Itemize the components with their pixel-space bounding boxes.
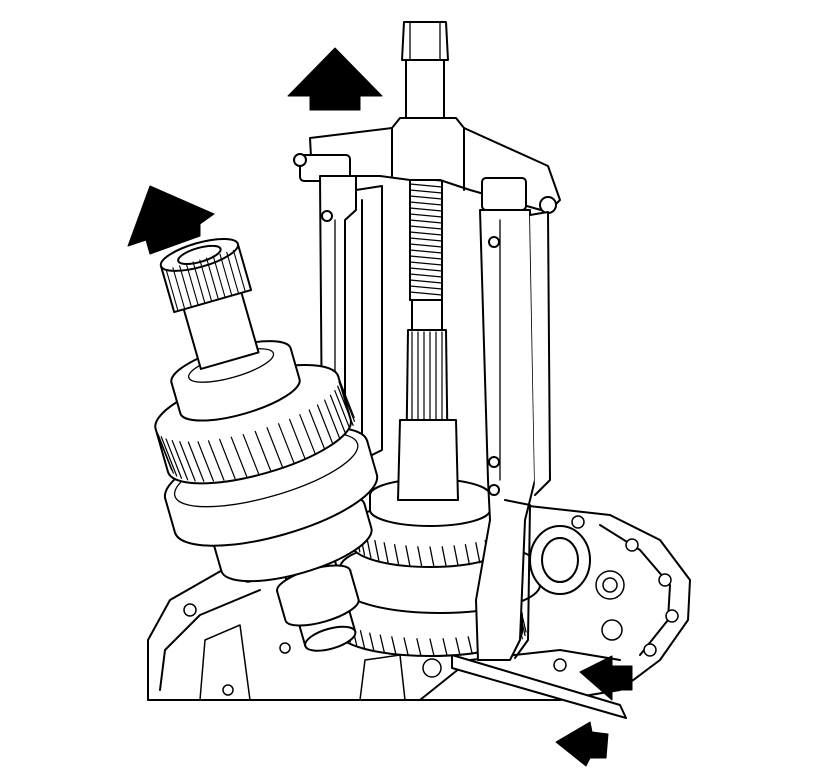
- lift-arrow-puller: [287, 47, 383, 111]
- pry-arrow-upper: [579, 655, 633, 701]
- lift-arrow-countershaft: [127, 185, 215, 255]
- pry-bar: [451, 654, 627, 719]
- pry-arrow-lower: [555, 721, 609, 767]
- countershaft-assembly: [154, 237, 379, 652]
- puller-crossbar: [293, 117, 561, 214]
- puller-leg-right: [475, 209, 551, 661]
- direction-arrows: [127, 47, 633, 767]
- puller-forcing-screw: [397, 21, 459, 501]
